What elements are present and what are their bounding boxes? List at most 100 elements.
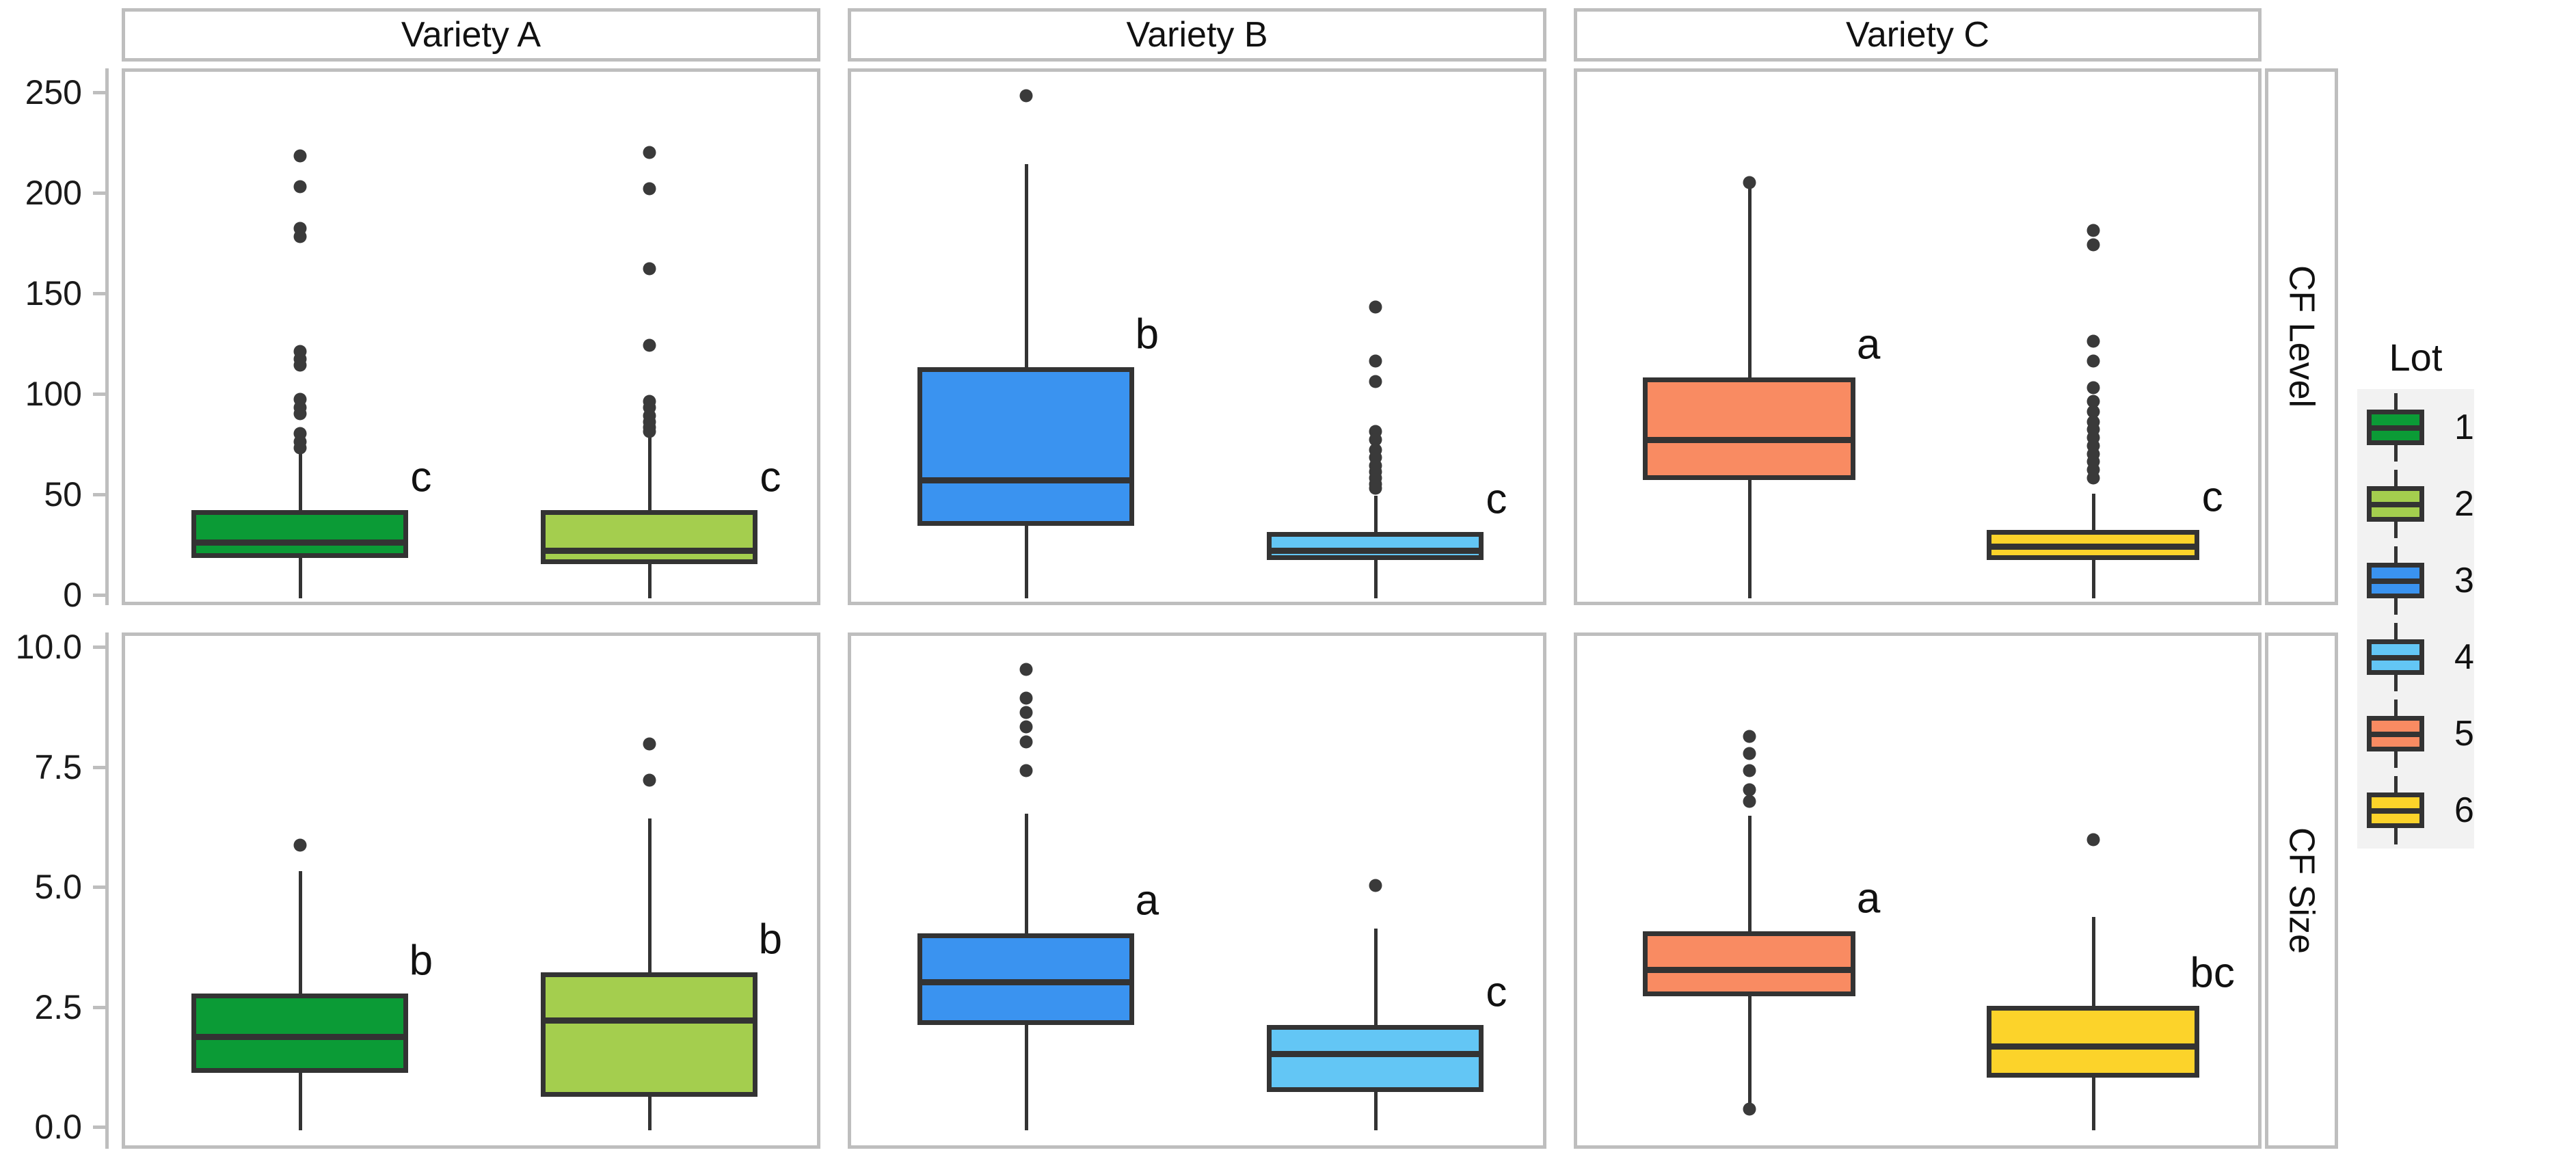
legend-key-median (2367, 578, 2424, 584)
outlier-point (2087, 405, 2099, 418)
whisker-low (1024, 1024, 1028, 1131)
whisker-high (1373, 929, 1378, 1025)
y-tick-label: 50 (44, 475, 82, 514)
outlier-point (2087, 334, 2099, 348)
whisker-low (1747, 996, 1752, 1109)
legend-item-label: 5 (2454, 714, 2474, 754)
median-line (1986, 543, 2200, 550)
legend-item-4[interactable]: 4 (2357, 619, 2474, 695)
outlier-point (1369, 433, 1382, 447)
median-line (917, 978, 1134, 985)
outlier-point (1743, 783, 1756, 797)
y-tick-label: 150 (25, 274, 82, 313)
legend-item-label: 1 (2454, 408, 2474, 447)
significance-label: c (1486, 475, 1507, 523)
whisker-high (647, 818, 652, 972)
facet-strip-label: CF Size (2281, 827, 2322, 954)
legend-key-median (2367, 808, 2424, 814)
box-lot-5 (1642, 931, 1856, 996)
outlier-point (1019, 720, 1032, 734)
legend-item-3[interactable]: 3 (2357, 542, 2474, 619)
median-line (541, 1017, 757, 1024)
significance-label: c (1486, 968, 1507, 1016)
y-tick-mark (93, 493, 105, 497)
whisker-high (1747, 816, 1752, 931)
median-line (1642, 437, 1856, 444)
legend-swatch (2357, 466, 2434, 542)
legend-key-median (2367, 655, 2424, 661)
legend-item-2[interactable]: 2 (2357, 466, 2474, 542)
outlier-point (1743, 730, 1756, 743)
box-lot-4 (1267, 1024, 1484, 1093)
whisker-low (647, 1097, 652, 1131)
y-tick-label: 10.0 (15, 628, 82, 667)
legend-key-median (2367, 425, 2424, 431)
outlier-point (293, 358, 306, 372)
facet-strip-label: CF Level (2281, 265, 2322, 408)
whisker-low (1373, 1092, 1378, 1131)
outlier-point (2087, 471, 2099, 485)
y-tick-mark (93, 191, 105, 196)
y-tick-mark (93, 645, 105, 650)
facet-strip-label: Variety A (401, 15, 541, 55)
y-axis-line (105, 632, 109, 1149)
y-tick-label: 7.5 (34, 747, 82, 786)
significance-label: bc (2190, 949, 2235, 997)
legend-item-label: 6 (2454, 790, 2474, 830)
median-line (917, 477, 1134, 483)
y-tick-label: 100 (25, 375, 82, 414)
legend-item-1[interactable]: 1 (2357, 389, 2474, 466)
facet-strip-cf-level: CF Level (2265, 68, 2338, 605)
facet-strip-variety-b: Variety B (848, 8, 1546, 62)
outlier-point (2087, 833, 2099, 847)
whisker-low (1373, 560, 1378, 599)
outlier-point (2087, 354, 2099, 368)
facet-strip-variety-a: Variety A (122, 8, 820, 62)
outlier-point (293, 441, 306, 455)
whisker-low (1024, 526, 1028, 599)
median-line (1986, 1043, 2200, 1050)
outlier-point (293, 149, 306, 163)
significance-label: c (2201, 473, 2223, 521)
facet-strip-cf-size: CF Size (2265, 632, 2338, 1149)
box-lot-3 (917, 367, 1134, 527)
legend-swatch (2357, 619, 2434, 695)
box-lot-5 (1642, 377, 1856, 480)
outlier-point (643, 338, 656, 352)
median-line (191, 1034, 408, 1041)
outlier-point (1743, 764, 1756, 777)
outlier-point (1019, 706, 1032, 719)
outlier-point (1019, 764, 1032, 777)
outlier-point (643, 262, 656, 276)
whisker-high (647, 438, 652, 510)
significance-label: c (760, 453, 781, 501)
median-line (1267, 547, 1484, 554)
y-tick-mark (93, 1005, 105, 1009)
whisker-high (298, 871, 302, 994)
median-line (1642, 967, 1856, 974)
facet-strip-label: Variety B (1126, 15, 1268, 55)
significance-label: b (1135, 310, 1159, 358)
whisker-low (2091, 1078, 2095, 1131)
significance-label: a (1856, 321, 1881, 369)
legend-item-label: 2 (2454, 484, 2474, 524)
legend-item-6[interactable]: 6 (2357, 772, 2474, 849)
legend-swatch (2357, 772, 2434, 849)
whisker-high (2091, 494, 2095, 531)
outlier-point (1019, 89, 1032, 103)
median-line (191, 539, 408, 546)
whisker-high (298, 453, 302, 510)
legend-item-5[interactable]: 5 (2357, 695, 2474, 772)
outlier-point (643, 182, 656, 196)
y-tick-label: 200 (25, 174, 82, 213)
outlier-point (1019, 663, 1032, 676)
panel-variety-c-cf-size: a bc (1574, 632, 2262, 1149)
significance-label: a (1856, 875, 1881, 922)
